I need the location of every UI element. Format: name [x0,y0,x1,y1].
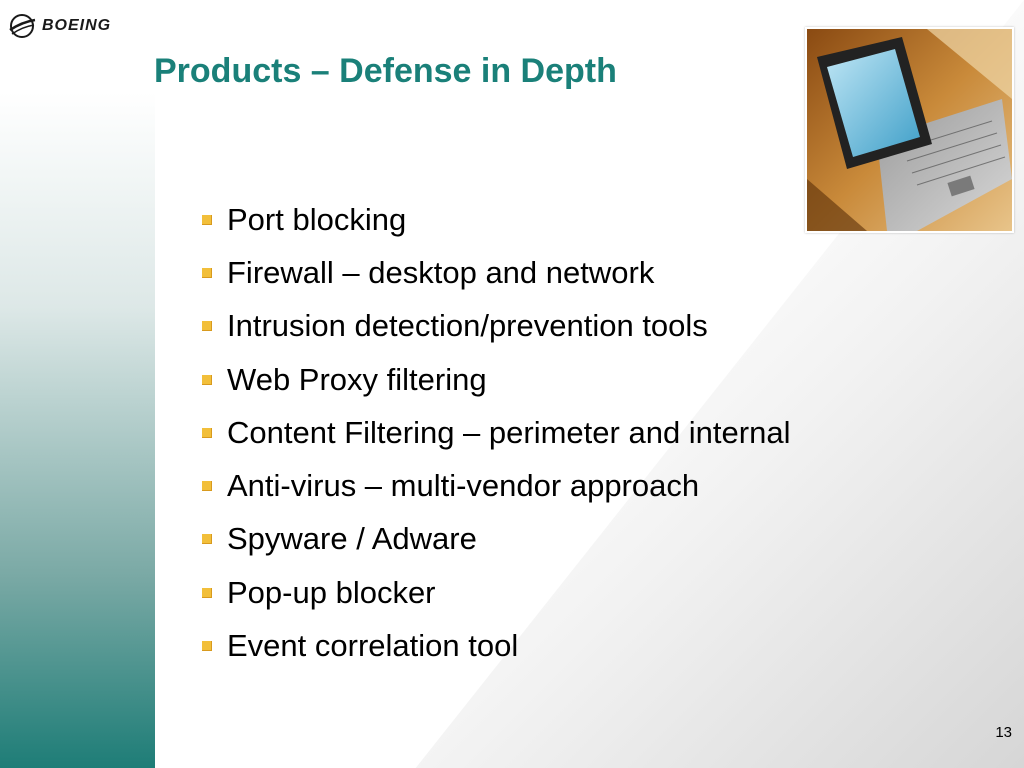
page-number: 13 [995,724,1012,741]
bullet-marker [202,214,212,225]
list-item: Spyware / Adware [202,513,790,566]
bullet-marker [202,374,212,385]
bullet-marker [202,587,212,598]
laptop-photo [805,27,1014,233]
logo-text: BOEING [42,17,112,34]
bullet-marker [202,534,212,545]
boeing-logo: BOEING [8,10,148,42]
list-item: Pop-up blocker [202,566,790,619]
list-item: Port blocking [202,193,790,246]
bullet-marker [202,481,212,492]
laptop-image [807,29,1012,231]
list-item: Firewall – desktop and network [202,246,790,299]
bullet-marker [202,427,212,438]
list-item: Intrusion detection/prevention tools [202,300,790,353]
bullet-marker [202,321,212,332]
list-item: Content Filtering – perimeter and intern… [202,406,790,459]
bullet-marker [202,267,212,278]
bullet-marker [202,641,212,652]
list-item: Event correlation tool [202,619,790,672]
list-item: Web Proxy filtering [202,353,790,406]
slide-title: Products – Defense in Depth [154,52,617,90]
left-gradient-band [0,0,155,768]
boeing-logo-icon [9,14,36,38]
list-item: Anti-virus – multi-vendor approach [202,459,790,512]
bullet-list: Port blocking Firewall – desktop and net… [202,193,790,673]
